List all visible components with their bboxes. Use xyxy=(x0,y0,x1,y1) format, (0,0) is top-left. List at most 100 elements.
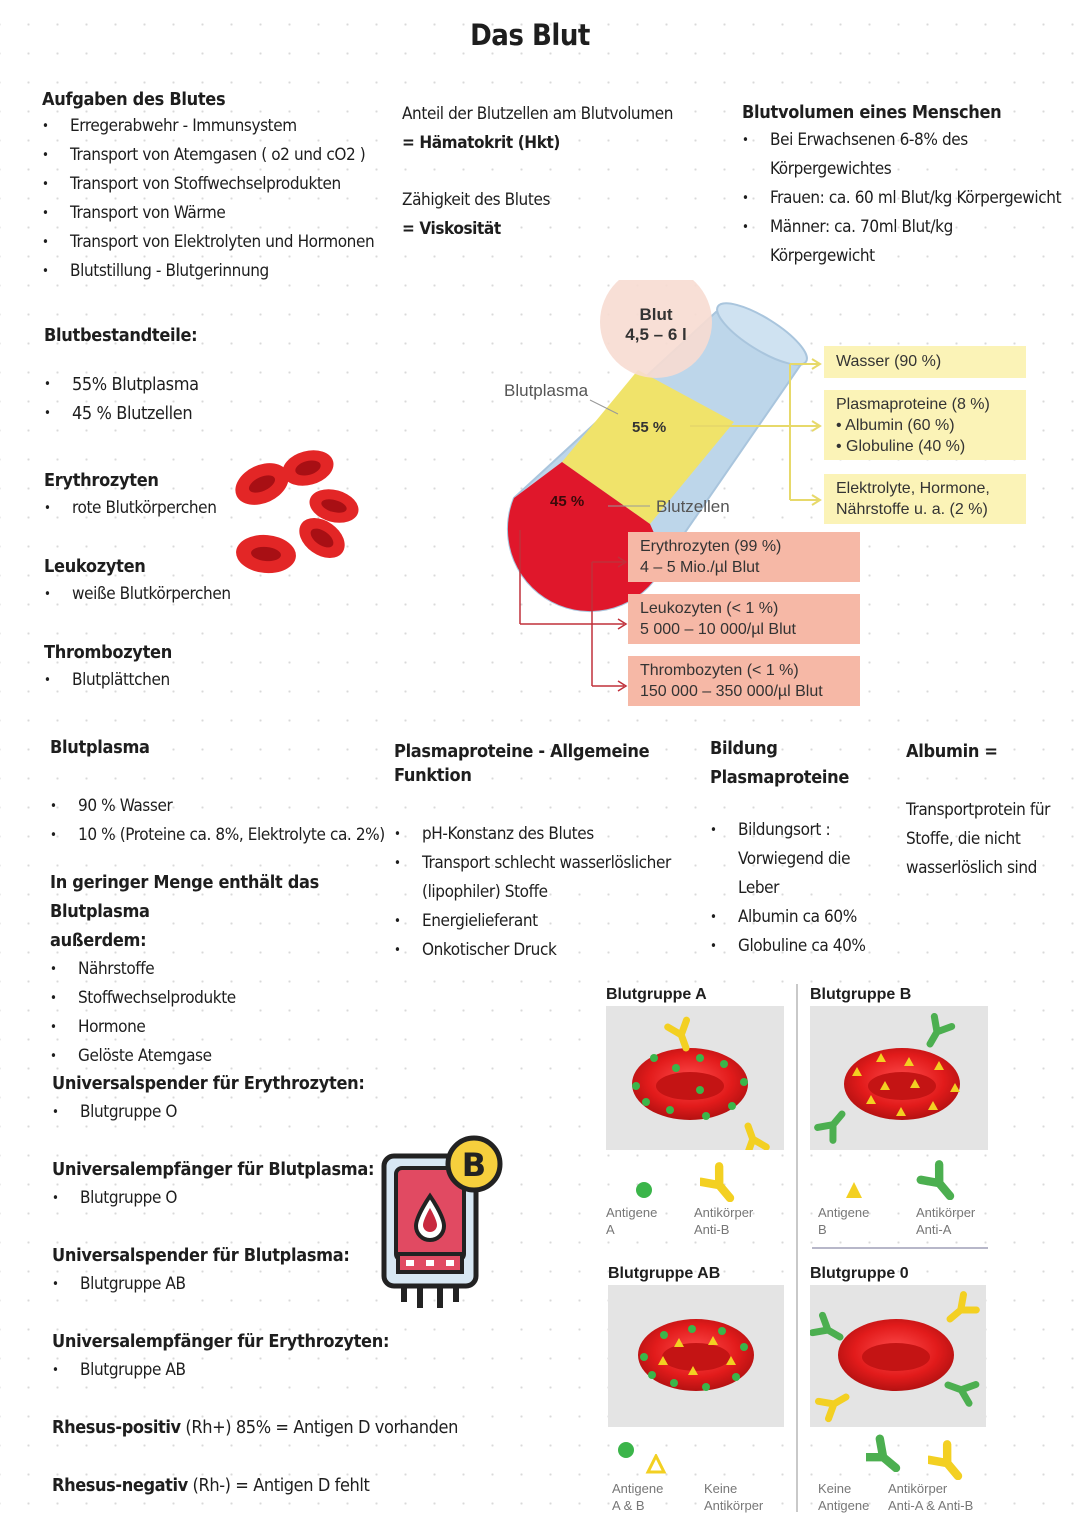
legend-line: A xyxy=(606,1222,615,1237)
box-line: Leukozyten (< 1 %) xyxy=(640,600,779,617)
legend-line: B xyxy=(818,1222,827,1237)
box-line: 4 – 5 Mio./µl Blut xyxy=(640,559,760,576)
blutgruppe-a-title: Blutgruppe A xyxy=(606,986,707,1003)
blutgruppen-divider-h xyxy=(812,1247,988,1249)
list-item: pH-Konstanz des Blutes xyxy=(394,820,694,849)
heading-line: In geringer Menge enthält das Blutplasma xyxy=(50,872,319,922)
universal-section-2: Universalspender für Blutplasma: Blutgru… xyxy=(52,1242,392,1299)
thrombozyten-box: Thrombozyten (< 1 %) 150 000 – 350 000/µ… xyxy=(628,656,860,706)
viskositaet-note: Zähigkeit des Blutes = Viskosität xyxy=(402,186,722,244)
red-blood-cell-icon xyxy=(282,450,334,486)
heading-line: Plasmaproteine xyxy=(710,767,850,788)
blutgruppe-0-title: Blutgruppe 0 xyxy=(810,1265,909,1282)
leukozyten-section: Leukozyten weiße Blutkörperchen xyxy=(44,554,304,609)
legend-line: Antigene xyxy=(818,1205,870,1220)
list-item: Nährstoffe xyxy=(50,955,390,984)
red-blood-cell-icon xyxy=(309,489,359,523)
blutgruppe-a-left-legend: Antigene A xyxy=(606,1204,657,1238)
blutgruppe-a-right-legend: Antikörper Anti-B xyxy=(694,1204,753,1238)
wasser-box: Wasser (90 %) xyxy=(824,346,1026,378)
universal-heading: Universalempfänger für Blutplasma: xyxy=(52,1159,375,1180)
haematokrit-line1: Anteil der Blutzellen am Blutvolumen xyxy=(402,104,674,124)
blutgruppe-b-title: Blutgruppe B xyxy=(810,986,912,1003)
list-item: Frauen: ca. 60 ml Blut/kg Körpergewicht xyxy=(742,184,1062,213)
bestandteile-section: Blutbestandteile: 55% Blutplasma 45 % Bl… xyxy=(44,324,344,428)
blutgruppe-0-right-legend: Antikörper Anti-A & Anti-B xyxy=(888,1480,973,1514)
viskositaet-line1: Zähigkeit des Blutes xyxy=(402,190,551,210)
albumin-text: Transportprotein für Stoffe, die nicht w… xyxy=(906,796,1076,883)
box-line: Erythrozyten (99 %) xyxy=(640,538,782,555)
elektrolyte-box: Elektrolyte, Hormone, Nährstoffe u. a. (… xyxy=(824,474,1026,524)
cells-connector xyxy=(519,530,628,692)
plasma-connector xyxy=(690,358,822,506)
antibody-anti-a-icon xyxy=(916,1156,976,1200)
thrombozyten-heading: Thrombozyten xyxy=(44,642,172,663)
blood-volume-bubble xyxy=(600,280,712,378)
bildung-heading: Bildung Plasmaproteine xyxy=(710,734,880,792)
albumin-heading: Albumin = xyxy=(906,741,998,762)
blutvolumen-list: Bei Erwachsenen 6-8% des Körpergewichtes… xyxy=(742,126,1062,271)
test-tube-icon xyxy=(506,302,808,613)
antigen-a-icon xyxy=(636,1182,652,1198)
bildung-list: Bildungsort : Vorwiegend die Leber Album… xyxy=(710,816,880,961)
plasmaproteine-box: Plasmaproteine (8 %) • Albumin (60 %) • … xyxy=(824,390,1026,460)
universal-section-1: Universalempfänger für Blutplasma: Blutg… xyxy=(52,1156,392,1213)
box-line: • Globuline (40 %) xyxy=(836,438,966,455)
list-item: Gelöste Atemgase xyxy=(50,1042,390,1071)
antibody-anti-b-icon xyxy=(700,1158,760,1202)
legend-line: Anti-A & Anti-B xyxy=(888,1498,974,1513)
legend-line: Antigene xyxy=(612,1481,664,1496)
blutgruppe-0-left-legend: Keine Antigene xyxy=(818,1480,869,1514)
list-item: Globuline ca 40% xyxy=(710,932,880,961)
list-item: Onkotischer Druck xyxy=(394,936,694,965)
universal-heading: Universalspender für Erythrozyten: xyxy=(52,1073,365,1094)
blutplasma-list2: Nährstoffe Stoffwechselprodukte Hormone … xyxy=(50,955,390,1071)
albumin-section: Albumin = Transportprotein für Stoffe, d… xyxy=(906,740,1076,883)
list-item: Energielieferant xyxy=(394,907,694,936)
aufgaben-heading: Aufgaben des Blutes xyxy=(42,89,226,110)
list-item: 45 % Blutzellen xyxy=(44,399,344,428)
haematokrit-note: Anteil der Blutzellen am Blutvolumen = H… xyxy=(402,100,722,158)
legend-line: Antigene xyxy=(606,1205,658,1220)
rhesus-rest: (Rh+) 85% = Antigen D vorhanden xyxy=(180,1417,458,1438)
list-item: Transport von Atemgasen ( o2 und cO2 ) xyxy=(42,141,402,170)
list-item: 10 % (Proteine ca. 8%, Elektrolyte ca. 2… xyxy=(50,821,390,850)
blood-bag-icon: B xyxy=(381,1135,503,1308)
plasmaproteine-section: Plasmaproteine - Allgemeine Funktion pH-… xyxy=(394,740,694,965)
antigen-b-icon xyxy=(846,1182,862,1198)
blutgruppe-a-cell xyxy=(632,1006,784,1150)
text-line: wasserlöslich sind xyxy=(906,858,1037,878)
leukozyten-heading: Leukozyten xyxy=(44,556,146,577)
heading-line: außerdem: xyxy=(50,930,147,951)
legend-line: Antikörper xyxy=(704,1498,764,1513)
aufgaben-section: Aufgaben des Blutes Erregerabwehr - Immu… xyxy=(42,88,402,286)
red-blood-cell-icon xyxy=(235,463,289,505)
blutgruppe-b-left-legend: Antigene B xyxy=(818,1204,869,1238)
leukozyten-box: Leukozyten (< 1 %) 5 000 – 10 000/µl Blu… xyxy=(628,594,860,644)
list-item: Transport von Elektrolyten und Hormonen xyxy=(42,228,402,257)
plasma-percent: 55 % xyxy=(632,419,666,436)
blutplasma-heading: Blutplasma xyxy=(50,737,150,758)
legend-line: Antikörper xyxy=(888,1481,948,1496)
list-item: 55% Blutplasma xyxy=(44,370,344,399)
legend-line: Antigene xyxy=(818,1498,870,1513)
antigen-b-icon xyxy=(645,1454,667,1474)
blutgruppe-ab-title: Blutgruppe AB xyxy=(608,1265,721,1282)
bestandteile-list: 55% Blutplasma 45 % Blutzellen xyxy=(44,370,344,428)
bestandteile-heading: Blutbestandteile: xyxy=(44,325,198,346)
list-item: Blutgruppe AB xyxy=(52,1356,412,1385)
list-item: Transport von Wärme xyxy=(42,199,402,228)
box-line: • Albumin (60 %) xyxy=(836,417,955,434)
blutgruppe-ab-left-legend: Antigene A & B xyxy=(612,1480,663,1514)
list-item: Männer: ca. 70ml Blut/kg Körpergewicht xyxy=(742,213,1062,271)
list-item: Blutgruppe O xyxy=(52,1098,392,1127)
rhesus-negativ: Rhesus-negativ (Rh-) = Antigen D fehlt xyxy=(52,1472,512,1500)
aufgaben-list: Erregerabwehr - Immunsystem Transport vo… xyxy=(42,112,402,286)
box-line: Nährstoffe u. a. (2 %) xyxy=(836,501,988,518)
cells-percent: 45 % xyxy=(550,493,584,510)
box-line: 5 000 – 10 000/µl Blut xyxy=(640,621,796,638)
blut-volume: 4,5 – 6 l xyxy=(625,325,686,344)
box-line: 150 000 – 350 000/µl Blut xyxy=(640,683,823,700)
legend-line: Antikörper xyxy=(694,1205,754,1220)
blutvolumen-heading: Blutvolumen eines Menschen xyxy=(742,102,1002,123)
